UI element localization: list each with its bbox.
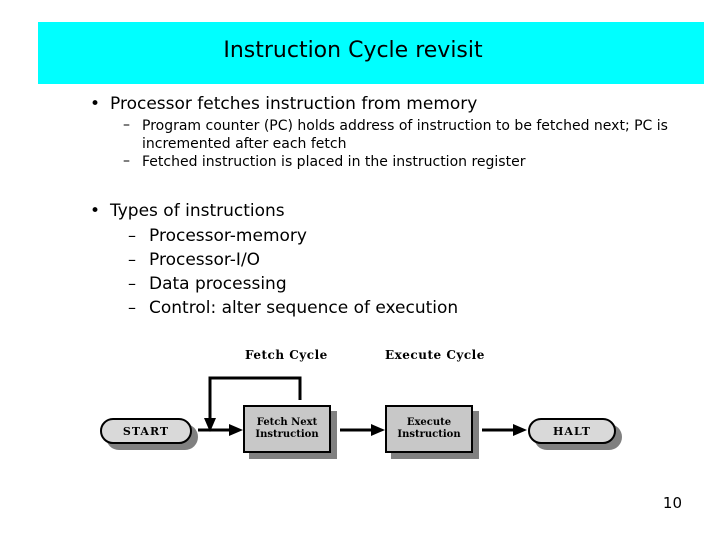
- page-number: 10: [662, 494, 682, 512]
- start-node: START: [100, 418, 192, 444]
- halt-node: HALT: [528, 418, 616, 444]
- fetch-box-line1: Fetch Next: [256, 417, 318, 428]
- execute-cycle-label: Execute Cycle: [385, 348, 485, 362]
- dash-icon: –: [123, 117, 130, 133]
- sub-bullets-2: – Processor-memory – Processor-I/O – Dat…: [125, 224, 690, 320]
- slide-body: • Processor fetches instruction from mem…: [80, 90, 690, 320]
- sub-bullet-text-2-2: Processor-I/O: [149, 250, 261, 270]
- diagram-connectors: [198, 376, 527, 436]
- sub-bullet-2-2: – Processor-I/O: [125, 248, 690, 272]
- sub-bullet-text-2-1: Processor-memory: [149, 226, 307, 246]
- bullet-dot-icon: •: [90, 201, 101, 221]
- page-title: Instruction Cycle revisit: [223, 38, 483, 63]
- fetch-box-line2: Instruction: [255, 429, 319, 440]
- sub-bullet-text-2-3: Data processing: [149, 274, 287, 294]
- dash-icon: –: [128, 250, 136, 269]
- dash-icon: –: [128, 226, 136, 245]
- sub-bullet-2-4: – Control: alter sequence of execution: [125, 296, 690, 320]
- sub-bullet-2-3: – Data processing: [125, 272, 690, 296]
- execute-instruction-box: Execute Instruction: [385, 405, 473, 453]
- dash-icon: –: [123, 153, 130, 169]
- sub-bullets-1: – Program counter (PC) holds address of …: [120, 117, 690, 171]
- bullet-item-2: • Types of instructions: [80, 200, 690, 222]
- title-banner: [38, 22, 704, 84]
- fetch-cycle-label: Fetch Cycle: [245, 348, 328, 362]
- sub-bullet-text-1-1: Program counter (PC) holds address of in…: [142, 118, 668, 152]
- sub-bullet-text-2-4: Control: alter sequence of execution: [149, 298, 459, 318]
- spacer: [80, 171, 690, 197]
- sub-bullet-1-2: – Fetched instruction is placed in the i…: [120, 153, 690, 171]
- bullet-text-2: Types of instructions: [110, 201, 285, 221]
- bullet-dot-icon: •: [90, 94, 101, 114]
- dash-icon: –: [128, 298, 136, 317]
- dash-icon: –: [128, 274, 136, 293]
- execute-box-line1: Execute: [406, 417, 452, 428]
- execute-box-text: Execute Instruction: [397, 417, 460, 441]
- bullet-item-1: • Processor fetches instruction from mem…: [80, 93, 690, 115]
- sub-bullet-text-1-2: Fetched instruction is placed in the ins…: [142, 154, 526, 170]
- fetch-box-text: Fetch Next Instruction: [255, 417, 318, 441]
- instruction-cycle-diagram: Fetch Cycle Execute Cycle START Fetch Ne…: [0, 340, 720, 480]
- fetch-next-instruction-box: Fetch Next Instruction: [243, 405, 331, 453]
- bullet-text-1: Processor fetches instruction from memor…: [110, 94, 478, 114]
- execute-box-line2: Instruction: [397, 429, 461, 440]
- sub-bullet-2-1: – Processor-memory: [125, 224, 690, 248]
- sub-bullet-1-1: – Program counter (PC) holds address of …: [120, 117, 690, 153]
